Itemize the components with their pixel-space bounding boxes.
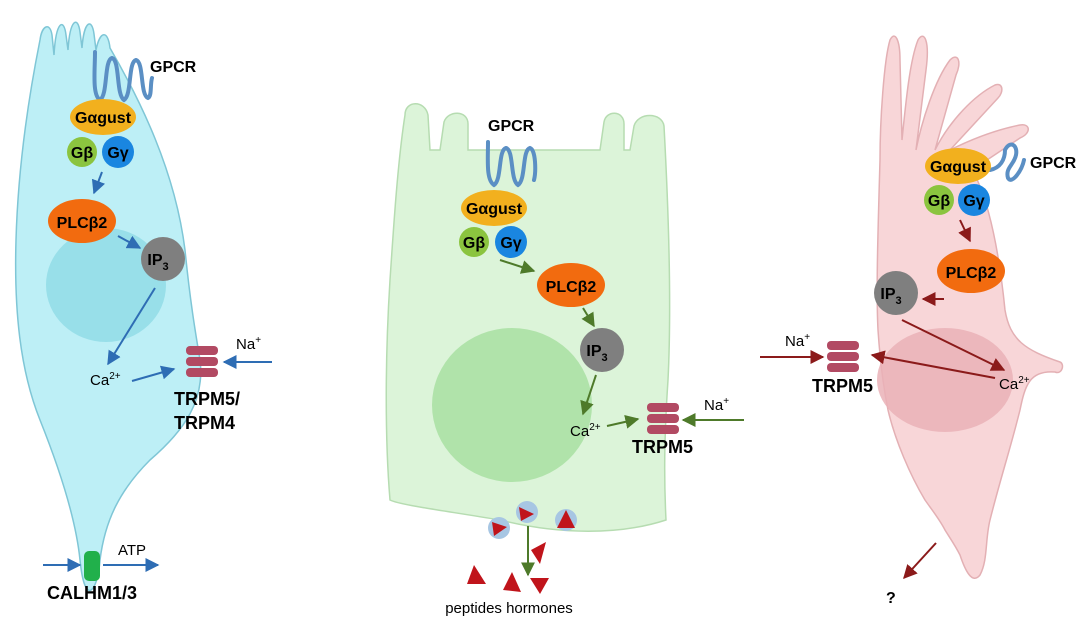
left-gpcr-label: GPCR	[150, 59, 197, 76]
right-gagust-label: Gαgust	[930, 159, 987, 176]
right-ip3-label: IP3	[880, 286, 901, 307]
left-gagust-label: Gαgust	[75, 110, 132, 127]
middle-cell: GPCR Gαgust Gβ Gγ PLCβ2 IP3 Ca2+ Na+ TRP…	[385, 103, 744, 617]
right-arrow-output	[903, 542, 937, 580]
left-na-label: Na+	[236, 335, 261, 353]
middle-ip3	[580, 328, 624, 372]
left-channel-label-1: TRPM5/	[174, 389, 240, 409]
middle-arrow-ca-channel	[606, 414, 640, 429]
left-arrow-ip3-ca	[107, 287, 156, 366]
middle-output-label: peptides hormones	[445, 600, 573, 617]
right-output-label: ?	[886, 590, 896, 607]
left-trpm-channel-icon	[186, 346, 218, 377]
right-cell: GPCR Gαgust Gβ Gγ PLCβ2 IP3 Ca2+ Na+ TRP…	[760, 35, 1077, 607]
left-nucleus	[46, 228, 166, 342]
right-arrow-ca-channel	[870, 350, 996, 379]
left-ggamma-label: Gγ	[107, 145, 128, 162]
middle-gagust	[461, 190, 527, 226]
right-arrow-g-plc	[958, 219, 971, 243]
middle-ca-label: Ca2+	[570, 422, 601, 440]
right-ggamma-label: Gγ	[963, 193, 984, 210]
right-gpcr-label: GPCR	[1030, 155, 1077, 172]
left-ip3	[141, 237, 185, 281]
middle-gpcr-label: GPCR	[488, 118, 535, 135]
left-ggamma	[102, 136, 134, 168]
left-calhm-icon	[84, 551, 100, 581]
right-plcb2-label: PLCβ2	[946, 265, 997, 282]
left-calhm-label: CALHM1/3	[47, 583, 137, 603]
middle-channel-label: TRPM5	[632, 437, 693, 457]
left-channel-label-2: TRPM4	[174, 413, 235, 433]
middle-ggamma	[495, 226, 527, 258]
middle-na-label: Na+	[704, 396, 729, 414]
left-arrow-ca-channel	[131, 365, 176, 382]
left-gbeta	[67, 137, 97, 167]
left-cell: GPCR Gαgust Gβ Gγ PLCβ2 IP3 Ca2+ Na+ TRP…	[14, 21, 272, 603]
middle-gbeta	[459, 227, 489, 257]
left-gbeta-label: Gβ	[71, 145, 93, 162]
right-gpcr-icon	[988, 142, 1026, 182]
middle-arrow-g-plc	[499, 259, 536, 274]
middle-arrow-ip3-ca	[580, 374, 597, 416]
left-ca-label: Ca2+	[90, 371, 121, 389]
left-plcb2-label: PLCβ2	[57, 215, 108, 232]
middle-plcb2	[537, 263, 605, 307]
right-channel-label: TRPM5	[812, 376, 873, 396]
left-arrow-g-plc	[91, 171, 106, 195]
right-gagust	[925, 148, 991, 184]
right-na-label: Na+	[785, 332, 810, 350]
middle-gpcr-icon	[485, 140, 538, 188]
right-gbeta-label: Gβ	[928, 193, 950, 210]
middle-trpm5-channel-icon	[647, 403, 679, 434]
middle-nucleus	[432, 328, 592, 482]
middle-gbeta-label: Gβ	[463, 235, 485, 252]
left-atp-label: ATP	[118, 542, 146, 559]
right-ggamma	[958, 184, 990, 216]
middle-arrow-plc-ip3	[581, 307, 595, 328]
middle-peptides	[467, 542, 549, 594]
right-ip3	[874, 271, 918, 315]
left-arrow-plc-ip3	[117, 235, 142, 249]
right-nucleus	[877, 328, 1013, 432]
right-gbeta	[924, 185, 954, 215]
middle-gagust-label: Gαgust	[466, 201, 523, 218]
middle-plcb2-label: PLCβ2	[546, 279, 597, 296]
left-ip3-label: IP3	[147, 252, 168, 273]
right-arrow-ip3-ca	[901, 319, 1006, 371]
left-plcb2	[48, 199, 116, 243]
middle-vesicles	[488, 501, 577, 539]
right-ca-label: Ca2+	[999, 375, 1030, 393]
left-gagust	[70, 99, 136, 135]
middle-ggamma-label: Gγ	[500, 235, 521, 252]
right-trpm5-channel-icon	[827, 341, 859, 372]
right-plcb2	[937, 249, 1005, 293]
middle-ip3-label: IP3	[586, 343, 607, 364]
